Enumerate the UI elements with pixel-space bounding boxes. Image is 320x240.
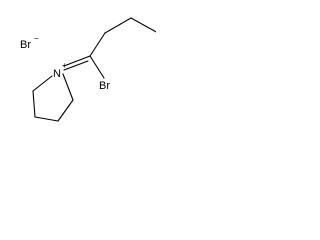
atom-label-bromide-ion: Br xyxy=(20,39,31,51)
atom-label-substituent-br: Br xyxy=(99,80,110,92)
bond-c-br xyxy=(89,55,105,79)
bond-ring-c3-c4 xyxy=(32,90,36,118)
bond-ring-c4-n xyxy=(32,75,53,92)
bond-chain-3 xyxy=(89,32,106,57)
structure-drawing: Br N + Br − xyxy=(0,0,156,156)
bond-c-n-double-b xyxy=(63,60,89,71)
bond-c-n-double-a xyxy=(63,55,91,67)
bond-ring-c2-c3 xyxy=(34,116,59,122)
bond-ring-n-c1 xyxy=(62,73,74,101)
bond-ring-c1-c2 xyxy=(57,99,74,122)
molecule-diagram: Br N + Br − xyxy=(20,17,156,122)
charge-label-nitrogen: + xyxy=(62,61,67,70)
charge-label-bromide-ion: − xyxy=(34,34,39,43)
bond-chain-1 xyxy=(130,17,156,33)
bond-chain-2 xyxy=(104,17,132,34)
atom-label-nitrogen: N xyxy=(53,68,61,80)
